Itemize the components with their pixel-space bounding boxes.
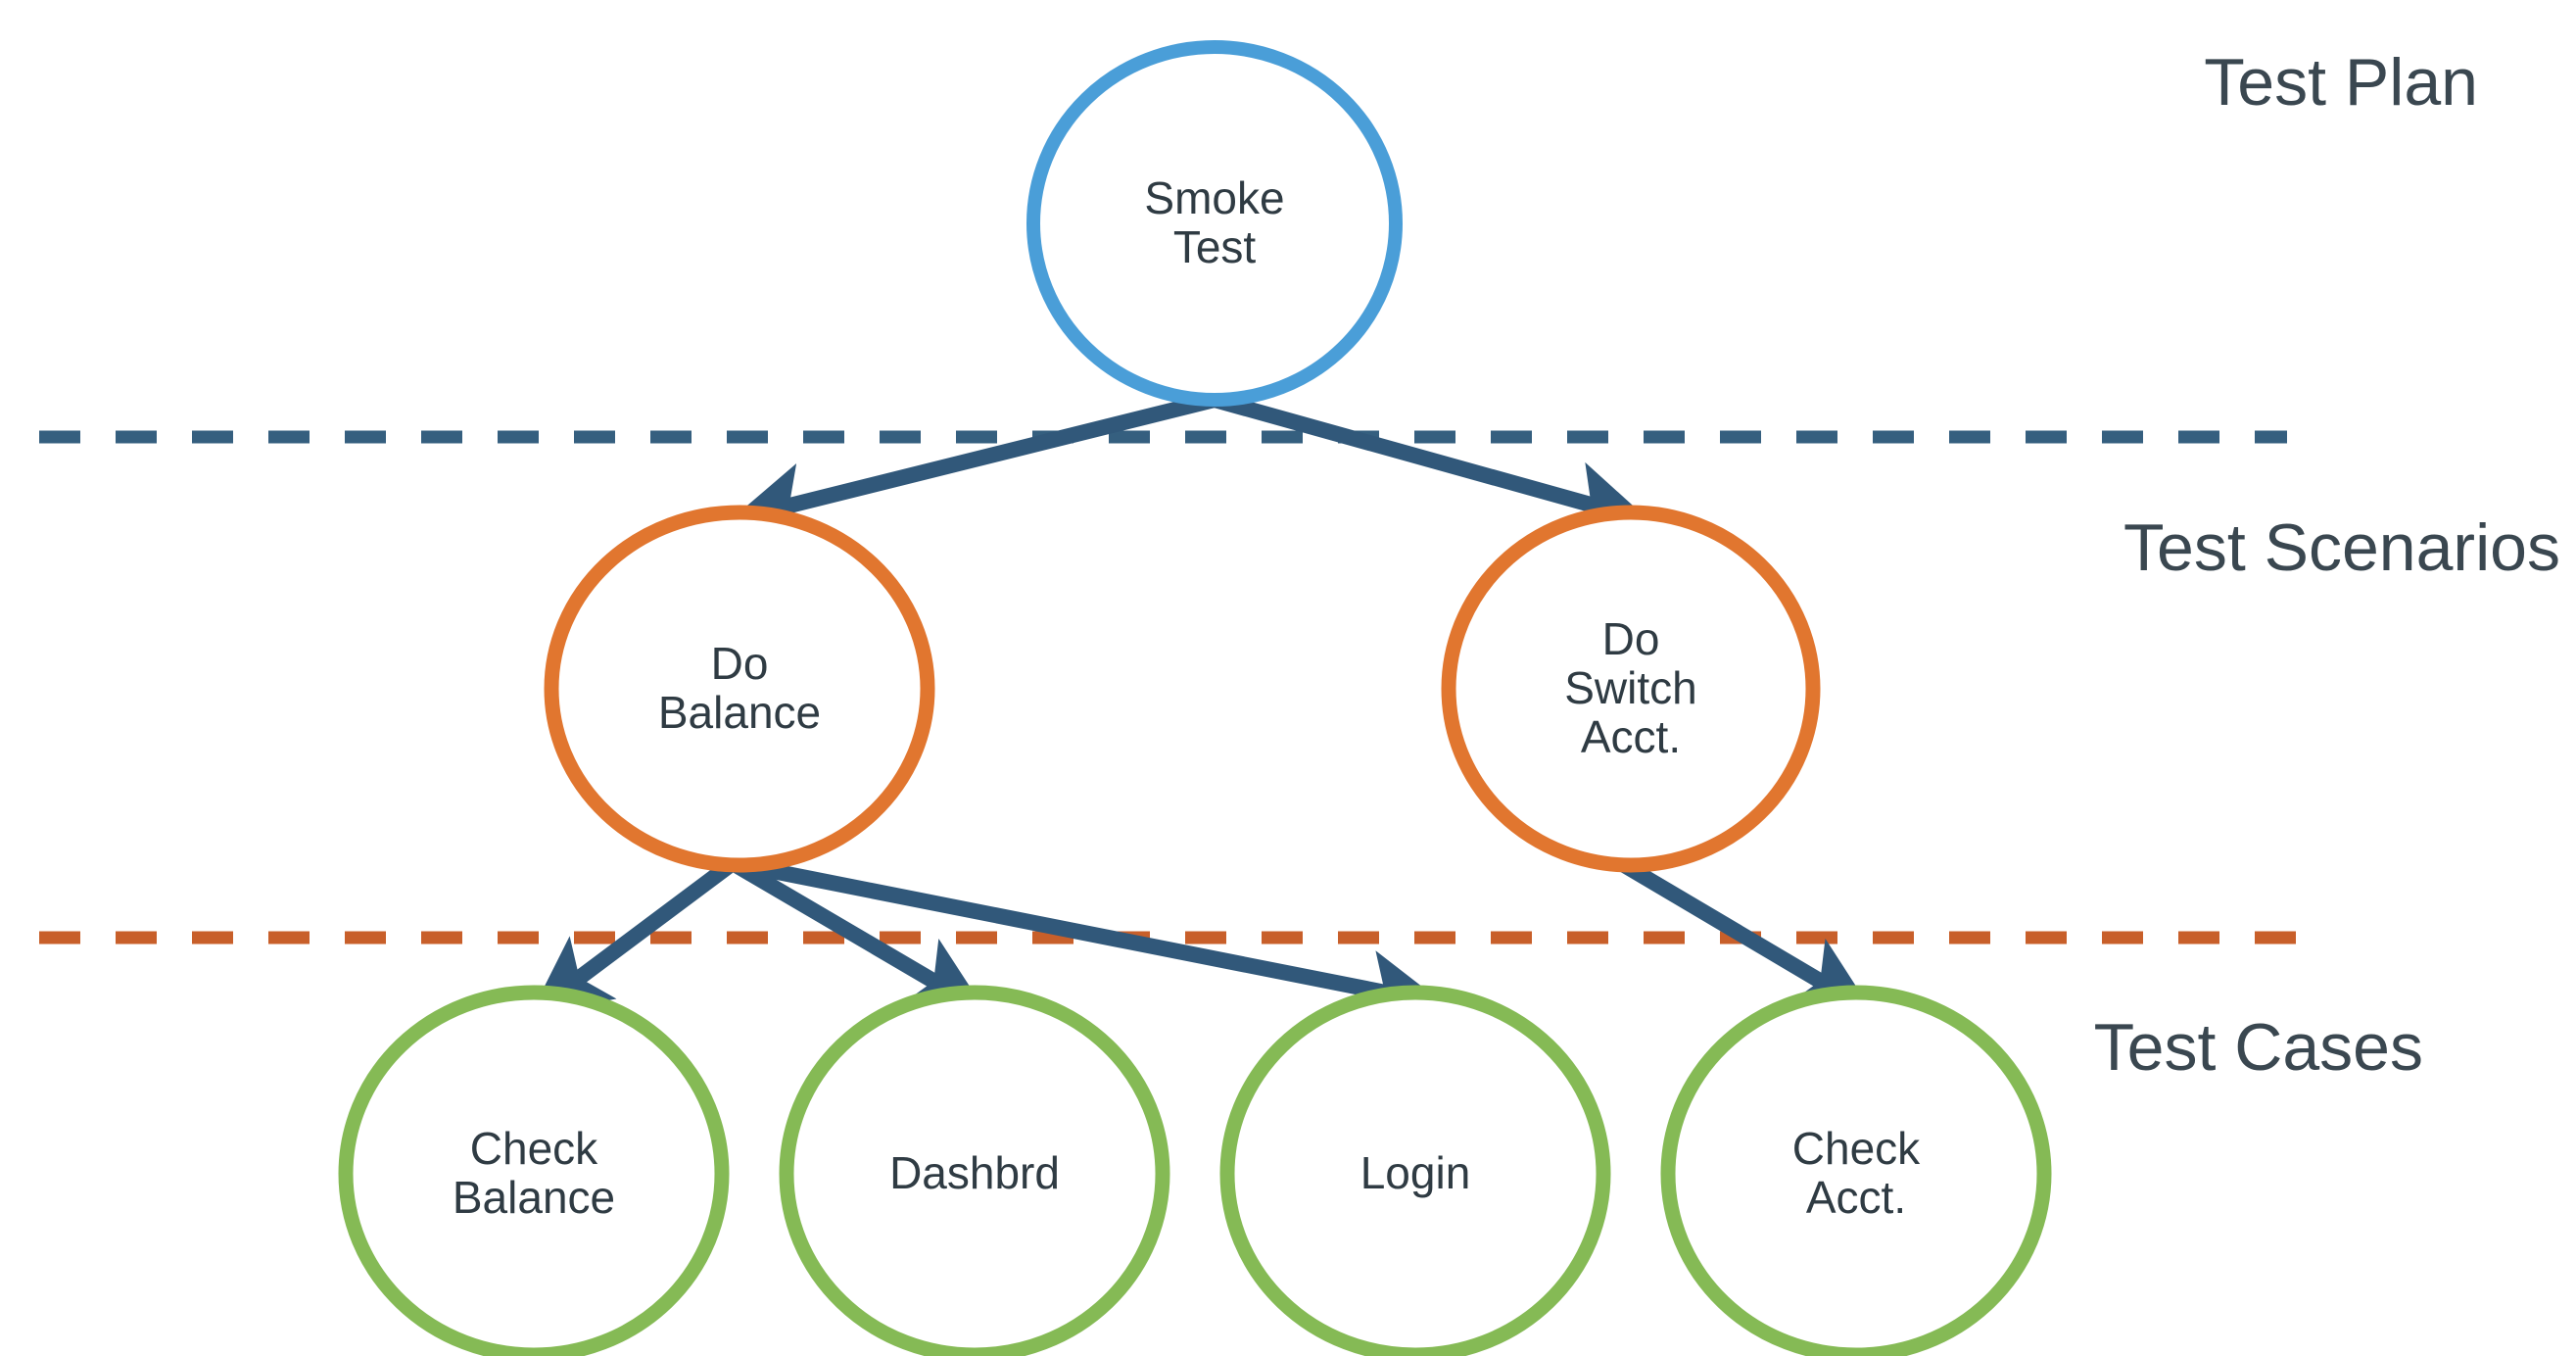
- node-circle-check-acct[interactable]: [1660, 985, 2052, 1356]
- node-circle-check-balance[interactable]: [338, 985, 730, 1356]
- node-label-do-switch-acct: Do: [1602, 613, 1660, 664]
- node-label-check-acct: Check: [1792, 1123, 1921, 1174]
- lane-label-test-plan: Test Plan: [2204, 45, 2478, 120]
- node-label-do-switch-acct: Acct.: [1581, 711, 1681, 762]
- node-label-smoke-test: Smoke: [1144, 172, 1284, 223]
- node-circle-smoke-test[interactable]: [1026, 40, 1403, 407]
- node-label-do-balance: Balance: [658, 687, 821, 738]
- node-label-check-balance: Balance: [453, 1172, 615, 1223]
- node-dashbrd[interactable]: Dashbrd: [779, 985, 1170, 1356]
- node-label-login: Login: [1360, 1147, 1471, 1198]
- edge-balance-to-login: [731, 855, 1446, 1028]
- edge-balance-to-check-balance: [530, 856, 738, 1015]
- node-login[interactable]: Login: [1219, 985, 1611, 1356]
- node-label-smoke-test: Test: [1173, 221, 1257, 272]
- node-circle-do-switch-acct[interactable]: [1441, 505, 1821, 873]
- node-label-do-switch-acct: Switch: [1564, 662, 1696, 713]
- nodes-group: SmokeTestDoBalanceDoSwitchAcct.CheckBala…: [338, 40, 2052, 1356]
- node-label-do-balance: Do: [711, 638, 769, 689]
- node-label-check-acct: Acct.: [1806, 1172, 1906, 1223]
- node-circle-do-balance[interactable]: [544, 505, 935, 873]
- edge-switch-to-check-acct: [1616, 856, 1874, 1013]
- lane-label-test-cases: Test Cases: [2094, 1010, 2423, 1085]
- node-circle-dashbrd[interactable]: [779, 985, 1170, 1356]
- lane-label-test-scenarios: Test Scenarios: [2123, 510, 2560, 585]
- lane-dividers-group: [39, 430, 2312, 944]
- edge-smoke-to-do-balance: [730, 392, 1216, 540]
- node-label-check-balance: Check: [470, 1123, 598, 1174]
- edges-group: [530, 392, 1874, 1028]
- edge-balance-to-dashbrd: [728, 856, 987, 1012]
- node-circle-login[interactable]: [1219, 985, 1611, 1356]
- node-label-dashbrd: Dashbrd: [889, 1147, 1060, 1198]
- edge-smoke-to-do-switch: [1212, 392, 1650, 538]
